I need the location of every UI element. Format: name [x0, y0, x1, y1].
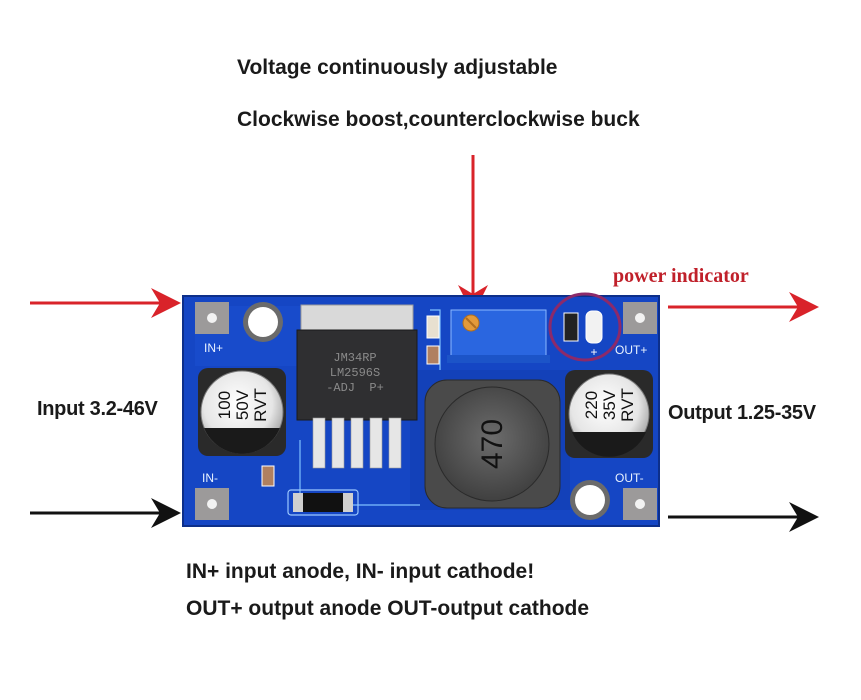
ic-marking-line1: JM34RP — [333, 351, 376, 365]
output-voltage-label: Output 1.25-35V — [668, 402, 816, 424]
silk-in-minus: IN- — [202, 471, 218, 485]
inductor-value: 470 — [476, 419, 509, 469]
ic-marking-line3: -ADJ P+ — [326, 381, 384, 395]
terminal-out-plus — [623, 302, 657, 334]
input-cap-voltage: 50V — [233, 389, 252, 420]
heading-voltage-adjustable: Voltage continuously adjustable — [237, 56, 558, 79]
output-cap-brand: RVT — [618, 388, 637, 422]
terminal-out-minus — [623, 488, 657, 520]
output-cap-value: 220 — [582, 391, 601, 419]
mounting-hole-bottom — [570, 480, 610, 520]
output-capacitor: 220 35V RVT — [565, 370, 653, 458]
input-cap-value: 100 — [215, 391, 234, 419]
smd-resistors — [261, 315, 440, 487]
input-capacitor: 100 50V RVT — [198, 368, 286, 456]
heading-clockwise-direction: Clockwise boost,counterclockwise buck — [237, 108, 640, 131]
power-indicator-label: power indicator — [613, 265, 749, 287]
smd-diode — [287, 489, 359, 516]
output-cap-voltage: 35V — [600, 389, 619, 420]
power-indicator-highlight-circle — [548, 292, 622, 362]
svg-text:+: + — [590, 345, 597, 359]
potentiometer — [447, 309, 550, 363]
note-output-polarity: OUT+ output anode OUT-output cathode — [186, 597, 590, 620]
lm2596-regulator-ic: JM34RP LM2596S -ADJ P+ — [296, 304, 418, 469]
silk-out-minus: OUT- — [615, 471, 644, 485]
ic-marking-line2: LM2596S — [330, 366, 380, 380]
inductor: 470 — [424, 379, 561, 509]
silk-out-plus: OUT+ — [615, 343, 647, 357]
input-cap-brand: RVT — [251, 388, 270, 422]
terminal-in-minus — [195, 488, 229, 520]
input-voltage-label: Input 3.2-46V — [37, 398, 158, 420]
note-input-polarity: IN+ input anode, IN- input cathode! — [186, 560, 535, 583]
terminal-in-plus — [195, 302, 229, 334]
silk-in-plus: IN+ — [204, 341, 223, 355]
power-indicator-led: + — [563, 310, 603, 359]
mounting-hole-top — [243, 302, 283, 342]
